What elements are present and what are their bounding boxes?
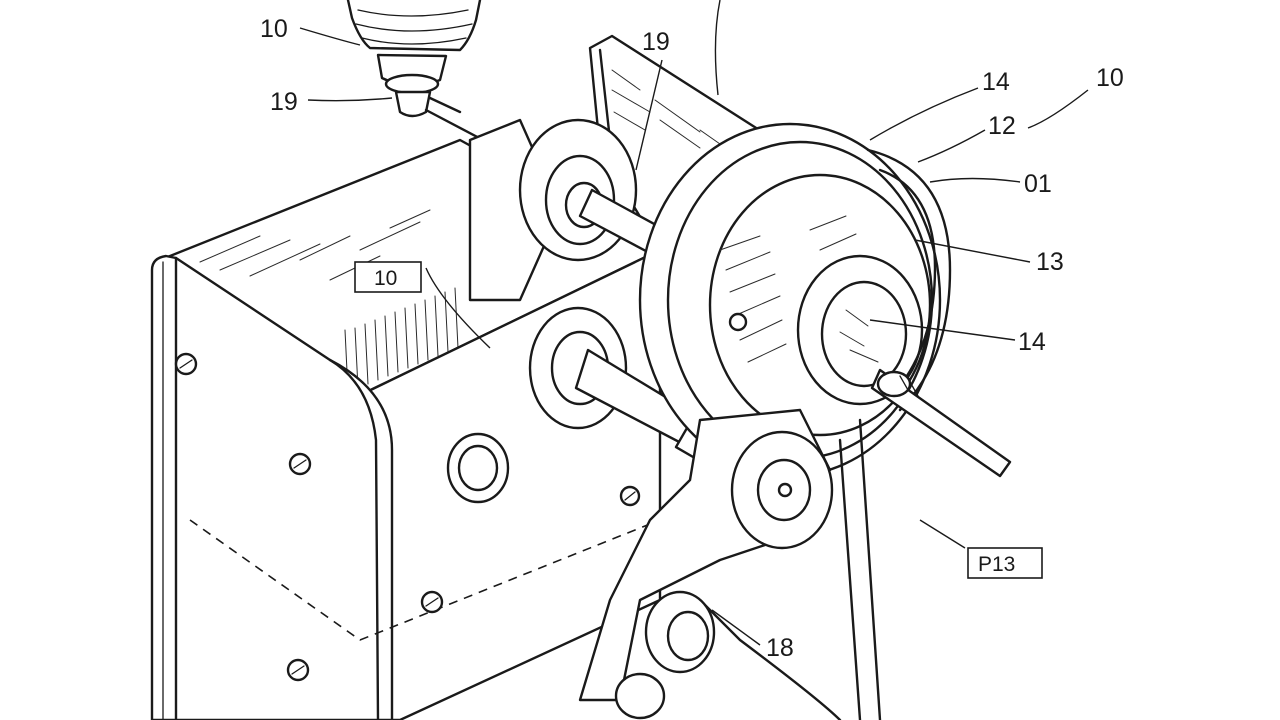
label-right-13: 13 bbox=[1036, 248, 1064, 276]
bolt-1 bbox=[176, 354, 196, 374]
bolt-3 bbox=[422, 592, 442, 612]
label-top-left: 10 bbox=[260, 15, 288, 43]
label-boxed-10: 10 bbox=[374, 267, 397, 290]
boxed-label-p13: P13 bbox=[968, 548, 1042, 578]
label-right-14-top: 14 bbox=[982, 68, 1010, 96]
bolt-2 bbox=[290, 454, 310, 474]
label-bottom-18: 18 bbox=[766, 634, 794, 662]
label-right-12: 12 bbox=[988, 112, 1016, 140]
label-boxed-p13: P13 bbox=[978, 553, 1015, 576]
label-right-10: 10 bbox=[1096, 64, 1124, 92]
wheel-assembly bbox=[640, 124, 1010, 476]
bolt-4 bbox=[288, 660, 308, 680]
label-top-center: 19 bbox=[642, 28, 670, 56]
label-upper-left: 19 bbox=[270, 88, 298, 116]
bolt-5 bbox=[621, 487, 639, 505]
boxed-label-10: 10 bbox=[355, 262, 421, 292]
label-right-14-mid: 14 bbox=[1018, 328, 1046, 356]
side-port bbox=[448, 434, 508, 502]
label-right-01: 01 bbox=[1024, 170, 1052, 198]
